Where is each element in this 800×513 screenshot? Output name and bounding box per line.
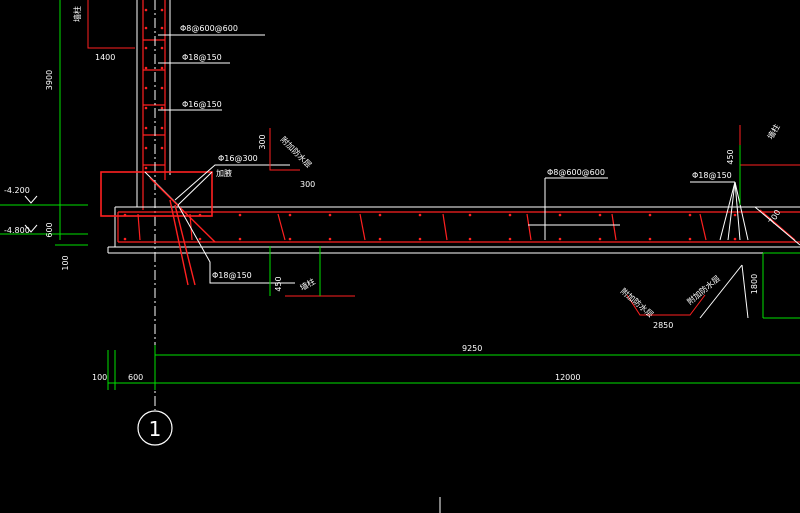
rebar-wall-vert2: Φ16@150 [182, 100, 222, 109]
dim-600: 600 [128, 373, 143, 382]
elevation-markers [24, 195, 38, 233]
haunch-box [100, 171, 213, 217]
slab-rebar [117, 209, 800, 243]
dim-9250: 9250 [462, 344, 482, 353]
elev-4800: -4.800 [4, 226, 30, 235]
dim-3900: 3900 [45, 70, 54, 90]
haunch-note: 加腋 [216, 168, 232, 178]
slab-outline [107, 206, 800, 254]
rebar-bottom: Φ18@150 [212, 271, 252, 280]
rebar-slab-right: Φ18@150 [692, 171, 732, 180]
dim-100: 100 [92, 373, 107, 382]
wall-rebar-dots [144, 8, 164, 170]
rebar-wall-tie: Φ8@600@600 [180, 24, 238, 33]
wall-note: 墙柱 [72, 6, 82, 22]
dim-1800: 1800 [750, 274, 759, 294]
dimension-lines [0, 0, 800, 390]
haunch-rebar [149, 177, 216, 286]
axis-bubble [137, 410, 173, 446]
dim-12000: 12000 [555, 373, 580, 382]
dim-450-bottom: 450 [274, 276, 283, 291]
leader-lines [158, 34, 749, 513]
rebar-wall-vert1: Φ18@150 [182, 53, 222, 62]
wall-rebar [142, 0, 166, 210]
dim-450-right: 450 [726, 149, 735, 164]
dim-300a: 300 [258, 134, 267, 149]
axis-label: 1 [149, 417, 162, 441]
dim-1400: 1400 [95, 53, 115, 62]
dim-2850: 2850 [653, 321, 673, 330]
slab-rebar-dots [123, 213, 737, 241]
rebar-haunch: Φ16@300 [218, 154, 258, 163]
dim-300b: 300 [300, 180, 315, 189]
dim-100-side: 100 [61, 255, 70, 270]
elev-4200: -4.200 [4, 186, 30, 195]
dim-600-side: 600 [45, 222, 54, 237]
slope-right [754, 206, 800, 246]
rebar-slab-tie: Φ8@600@600 [547, 168, 605, 177]
